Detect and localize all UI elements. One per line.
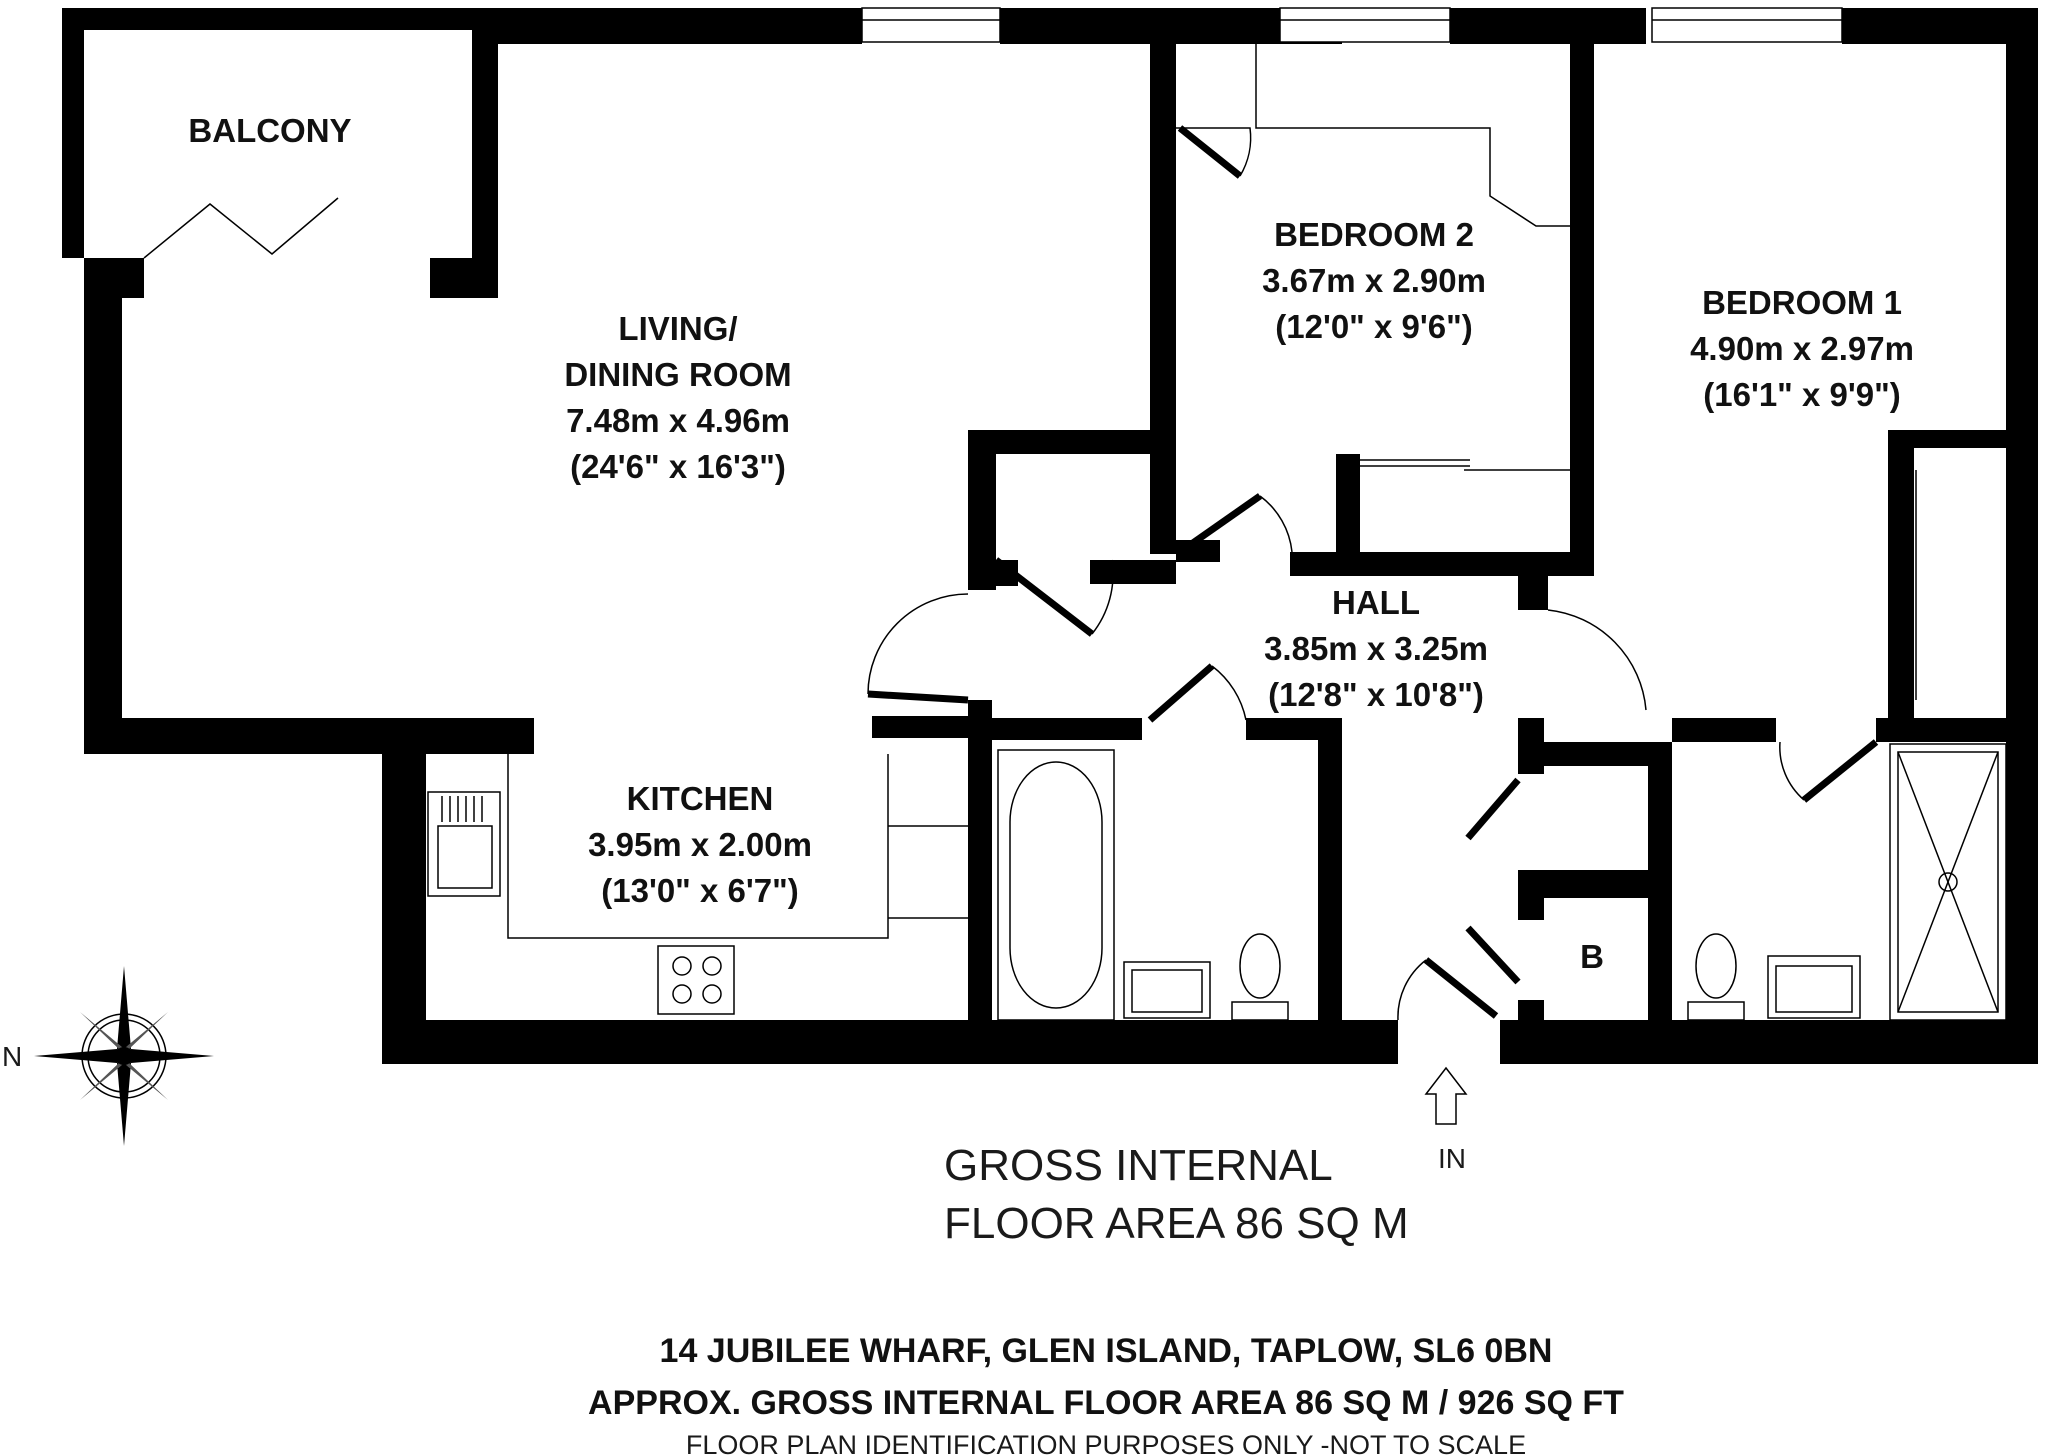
exterior-walls <box>84 8 2038 1064</box>
hob <box>657 945 735 1015</box>
compass-north-label: N <box>2 1041 22 1072</box>
bedroom2-imperial-size: (12'0" x 9'6") <box>1275 308 1472 345</box>
fitted-units <box>507 44 1570 939</box>
living-room-name-line2: DINING ROOM <box>564 356 791 393</box>
kitchen-imperial-size: (13'0" x 6'7") <box>601 872 798 909</box>
kitchen-metric-size: 3.95m x 2.00m <box>588 826 812 863</box>
boiler-cupboard-label: B <box>1580 938 1604 975</box>
hall-metric-size: 3.85m x 3.25m <box>1264 630 1488 667</box>
doors <box>867 125 1917 1021</box>
windows <box>861 7 1843 43</box>
living-room-metric-size: 7.48m x 4.96m <box>566 402 790 439</box>
entrance-arrow-icon <box>1424 1066 1468 1125</box>
compass-rose <box>34 966 214 1146</box>
ensuite-toilet <box>1687 933 1745 1021</box>
entrance-label: IN <box>1438 1143 1466 1174</box>
gross-area-line1: GROSS INTERNAL <box>944 1141 1333 1190</box>
footer-area: APPROX. GROSS INTERNAL FLOOR AREA 86 SQ … <box>588 1384 1624 1422</box>
shower <box>1889 743 2007 1021</box>
bedroom1-name: BEDROOM 1 <box>1702 284 1902 321</box>
gross-area-line2: FLOOR AREA 86 SQ M <box>944 1199 1409 1248</box>
bath <box>997 749 1115 1021</box>
bedroom2-name: BEDROOM 2 <box>1274 216 1474 253</box>
bedroom1-imperial-size: (16'1" x 9'9") <box>1703 376 1900 413</box>
interior-walls <box>872 44 2038 1064</box>
kitchen-name: KITCHEN <box>627 780 774 817</box>
hall-name: HALL <box>1332 584 1420 621</box>
balcony-label: BALCONY <box>188 112 351 149</box>
footer-disclaimer: FLOOR PLAN IDENTIFICATION PURPOSES ONLY … <box>686 1430 1526 1456</box>
bedroom2-metric-size: 3.67m x 2.90m <box>1262 262 1486 299</box>
footer-address: 14 JUBILEE WHARF, GLEN ISLAND, TAPLOW, S… <box>660 1332 1553 1370</box>
living-room-imperial-size: (24'6" x 16'3") <box>570 448 786 485</box>
bathroom-toilet <box>1231 933 1289 1021</box>
kitchen-sink <box>427 791 501 897</box>
hall-imperial-size: (12'8" x 10'8") <box>1268 676 1484 713</box>
living-room-name-line1: LIVING/ <box>618 310 737 347</box>
bedroom1-metric-size: 4.90m x 2.97m <box>1690 330 1914 367</box>
balcony-area <box>62 8 498 298</box>
ensuite-basin <box>1767 955 1861 1019</box>
bathroom-basin <box>1123 961 1211 1019</box>
